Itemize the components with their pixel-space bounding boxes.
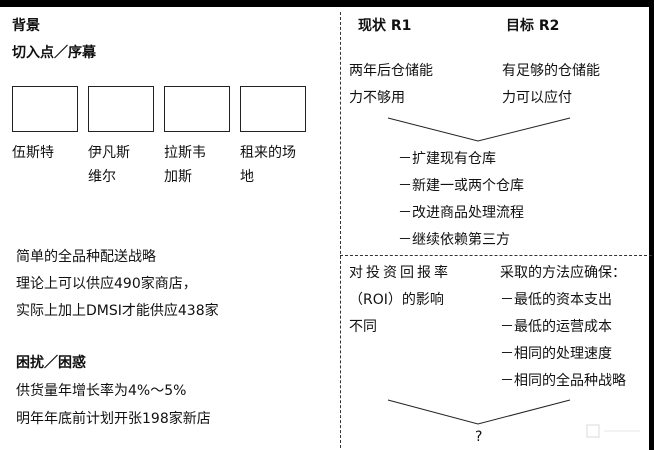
r2-text-1: 有足够的仓储能 bbox=[502, 63, 600, 79]
impact-text-2: （ROI）的影响 bbox=[349, 292, 444, 308]
location-box-4 bbox=[240, 86, 306, 132]
location-label-4: 租来的场 bbox=[240, 145, 296, 161]
impact-text-3: 不同 bbox=[349, 319, 377, 335]
method-heading: 采取的方法应确保： bbox=[500, 265, 626, 281]
trouble-line-2: 明年年底前计划开张198家新店 bbox=[16, 411, 211, 427]
r1-heading: 现状 R1 bbox=[358, 18, 412, 34]
r2-heading: 目标 R2 bbox=[506, 18, 560, 34]
r1-text-1: 两年后仓储能 bbox=[349, 63, 433, 79]
strategy-line-2: 理论上可以供应490家商店， bbox=[16, 276, 197, 292]
entry-heading: 切入点／序幕 bbox=[12, 45, 96, 61]
location-label-2: 伊凡斯 bbox=[88, 145, 130, 161]
option-1: －扩建现有仓库 bbox=[398, 151, 496, 167]
location-label-3: 拉斯韦 bbox=[164, 145, 206, 161]
impact-text-1: 对投资回报率 bbox=[349, 265, 451, 281]
location-box-3 bbox=[164, 86, 230, 132]
trouble-line-1: 供货量年增长率为4%～5% bbox=[16, 383, 187, 399]
method-4: －相同的全品种战略 bbox=[500, 373, 626, 389]
top-frame-bar bbox=[0, 0, 654, 7]
funnel-top bbox=[387, 117, 571, 142]
option-2: －新建一或两个仓库 bbox=[398, 178, 524, 194]
watermark-icon bbox=[586, 424, 640, 438]
funnel-bottom bbox=[387, 399, 571, 425]
strategy-line-3: 实际上加上DMSI才能供应438家 bbox=[16, 303, 219, 319]
location-label-3-cont: 加斯 bbox=[164, 169, 192, 185]
method-1: －最低的资本支出 bbox=[500, 292, 612, 308]
location-label-4-cont: 地 bbox=[240, 169, 254, 185]
location-label-1: 伍斯特 bbox=[12, 145, 54, 161]
r2-text-2: 力可以应付 bbox=[502, 90, 572, 106]
right-frame-bar bbox=[649, 0, 654, 450]
method-3: －相同的处理速度 bbox=[500, 346, 612, 362]
location-label-2-cont: 维尔 bbox=[88, 169, 116, 185]
method-2: －最低的运营成本 bbox=[500, 319, 612, 335]
location-box-1 bbox=[12, 86, 78, 132]
r1-text-2: 力不够用 bbox=[349, 90, 405, 106]
horizontal-divider bbox=[340, 255, 652, 256]
location-box-2 bbox=[88, 86, 154, 132]
option-4: －继续依赖第三方 bbox=[398, 232, 510, 248]
background-heading: 背景 bbox=[12, 18, 40, 34]
vertical-divider bbox=[340, 12, 341, 448]
trouble-heading: 困扰／困惑 bbox=[16, 355, 86, 371]
question-mark: ? bbox=[475, 429, 483, 445]
strategy-line-1: 简单的全品种配送战略 bbox=[16, 249, 156, 265]
option-3: －改进商品处理流程 bbox=[398, 205, 524, 221]
